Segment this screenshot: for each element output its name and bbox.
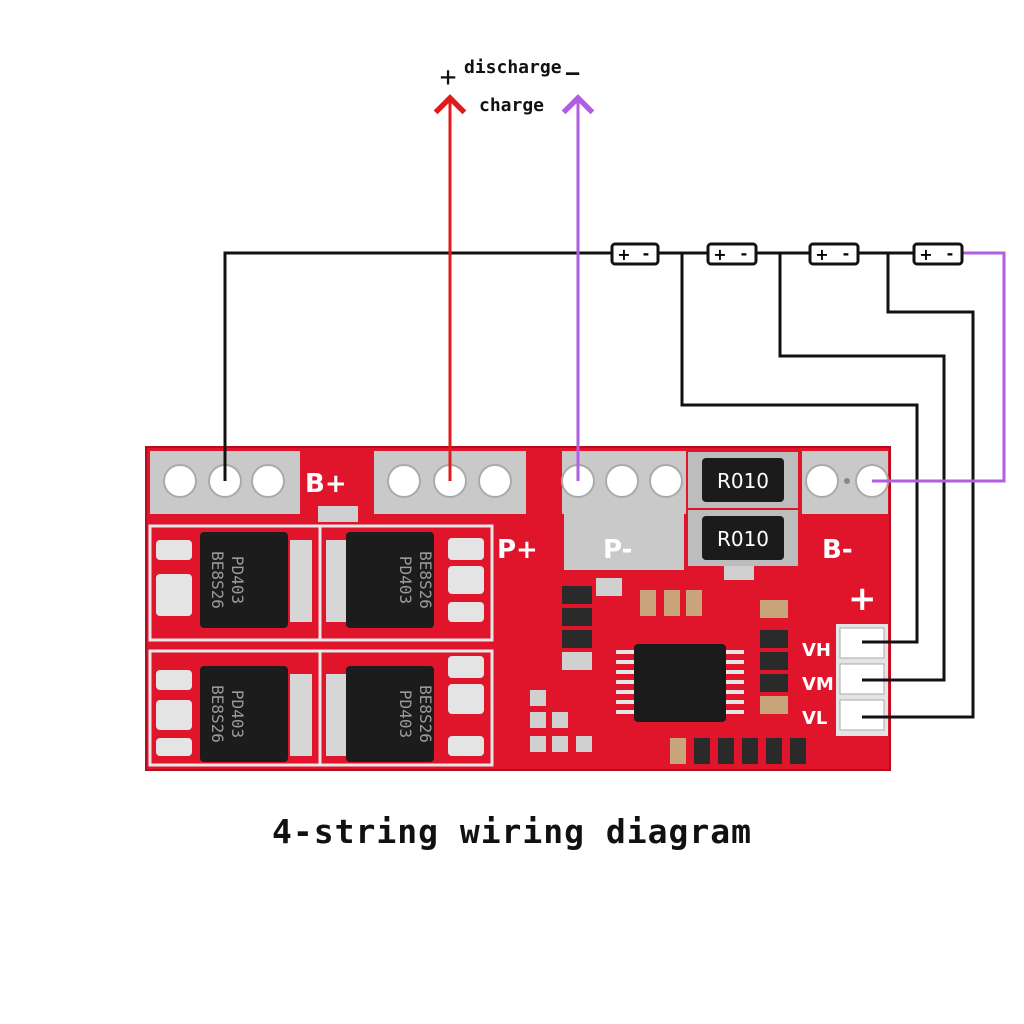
diagram-caption: 4-string wiring diagram: [272, 812, 752, 851]
board-plus-label: +: [848, 579, 877, 619]
ic-pins: [616, 650, 744, 714]
cell-4-minus: -: [947, 244, 954, 263]
battery-cell-3: + -: [808, 242, 860, 266]
mosfet-1-line2: BE8S26: [208, 551, 227, 609]
b-plus-label: B+: [305, 469, 347, 499]
resistor-1-label: R010: [717, 469, 769, 493]
mosfet-3: PD403 BE8S26: [200, 666, 312, 762]
mosfet-1: PD403 BE8S26: [200, 532, 312, 628]
vm-label: VM: [802, 674, 834, 695]
vl-label: VL: [802, 708, 827, 729]
charge-label: charge: [479, 95, 544, 116]
cell-3-plus: +: [815, 245, 828, 264]
battery-cell-1: + -: [610, 242, 660, 266]
plus-sign-label: +: [440, 60, 457, 93]
mosfet-3-line1: PD403: [228, 690, 247, 738]
mosfet-4: PD403 BE8S26: [326, 666, 435, 762]
cell-2-minus: -: [741, 244, 748, 263]
control-ic: [634, 644, 726, 722]
cell-1-plus: +: [617, 245, 630, 264]
cell-1-minus: -: [643, 244, 650, 263]
vh-label: VH: [802, 640, 831, 661]
p-minus-label: P-: [603, 535, 632, 565]
minus-sign-label: —: [566, 61, 580, 86]
mosfet-1-line1: PD403: [228, 556, 247, 604]
p-plus-label: P+: [497, 535, 538, 565]
bms-board: R010 R010 B+ P+ P- B- + PD403 BE8S26: [145, 446, 891, 771]
cell-4-plus: +: [919, 245, 932, 264]
p-minus-copper: [564, 514, 684, 570]
vm-wire: [778, 253, 946, 682]
battery-cells: + - + - + - + -: [610, 242, 964, 266]
mosfet-side-components: [156, 538, 484, 756]
vl-wire: [862, 253, 975, 719]
shunt-resistor-1: R010: [688, 452, 798, 508]
pad-holes: [163, 464, 889, 498]
mosfet-3-line2: BE8S26: [208, 685, 227, 743]
discharge-label: discharge: [464, 57, 562, 78]
battery-cell-2: + -: [706, 242, 758, 266]
mosfet-2: PD403 BE8S26: [326, 532, 435, 628]
b-minus-label: B-: [822, 535, 853, 565]
mosfet-4-line1: PD403: [396, 690, 415, 738]
mosfet-2-line2: BE8S26: [416, 551, 435, 609]
b-minus-wire: [872, 251, 1006, 483]
vh-wire: [680, 253, 919, 644]
mosfet-4-line2: BE8S26: [416, 685, 435, 743]
b-plus-wire: [223, 251, 612, 481]
smd-components: [318, 506, 806, 764]
shunt-resistor-2: R010: [688, 510, 798, 566]
mosfet-2-line1: PD403: [396, 556, 415, 604]
cell-2-plus: +: [713, 245, 726, 264]
black-wires: [223, 251, 975, 719]
cell-3-minus: -: [843, 244, 850, 263]
resistor-2-label: R010: [717, 527, 769, 551]
battery-cell-4: + -: [912, 242, 964, 266]
